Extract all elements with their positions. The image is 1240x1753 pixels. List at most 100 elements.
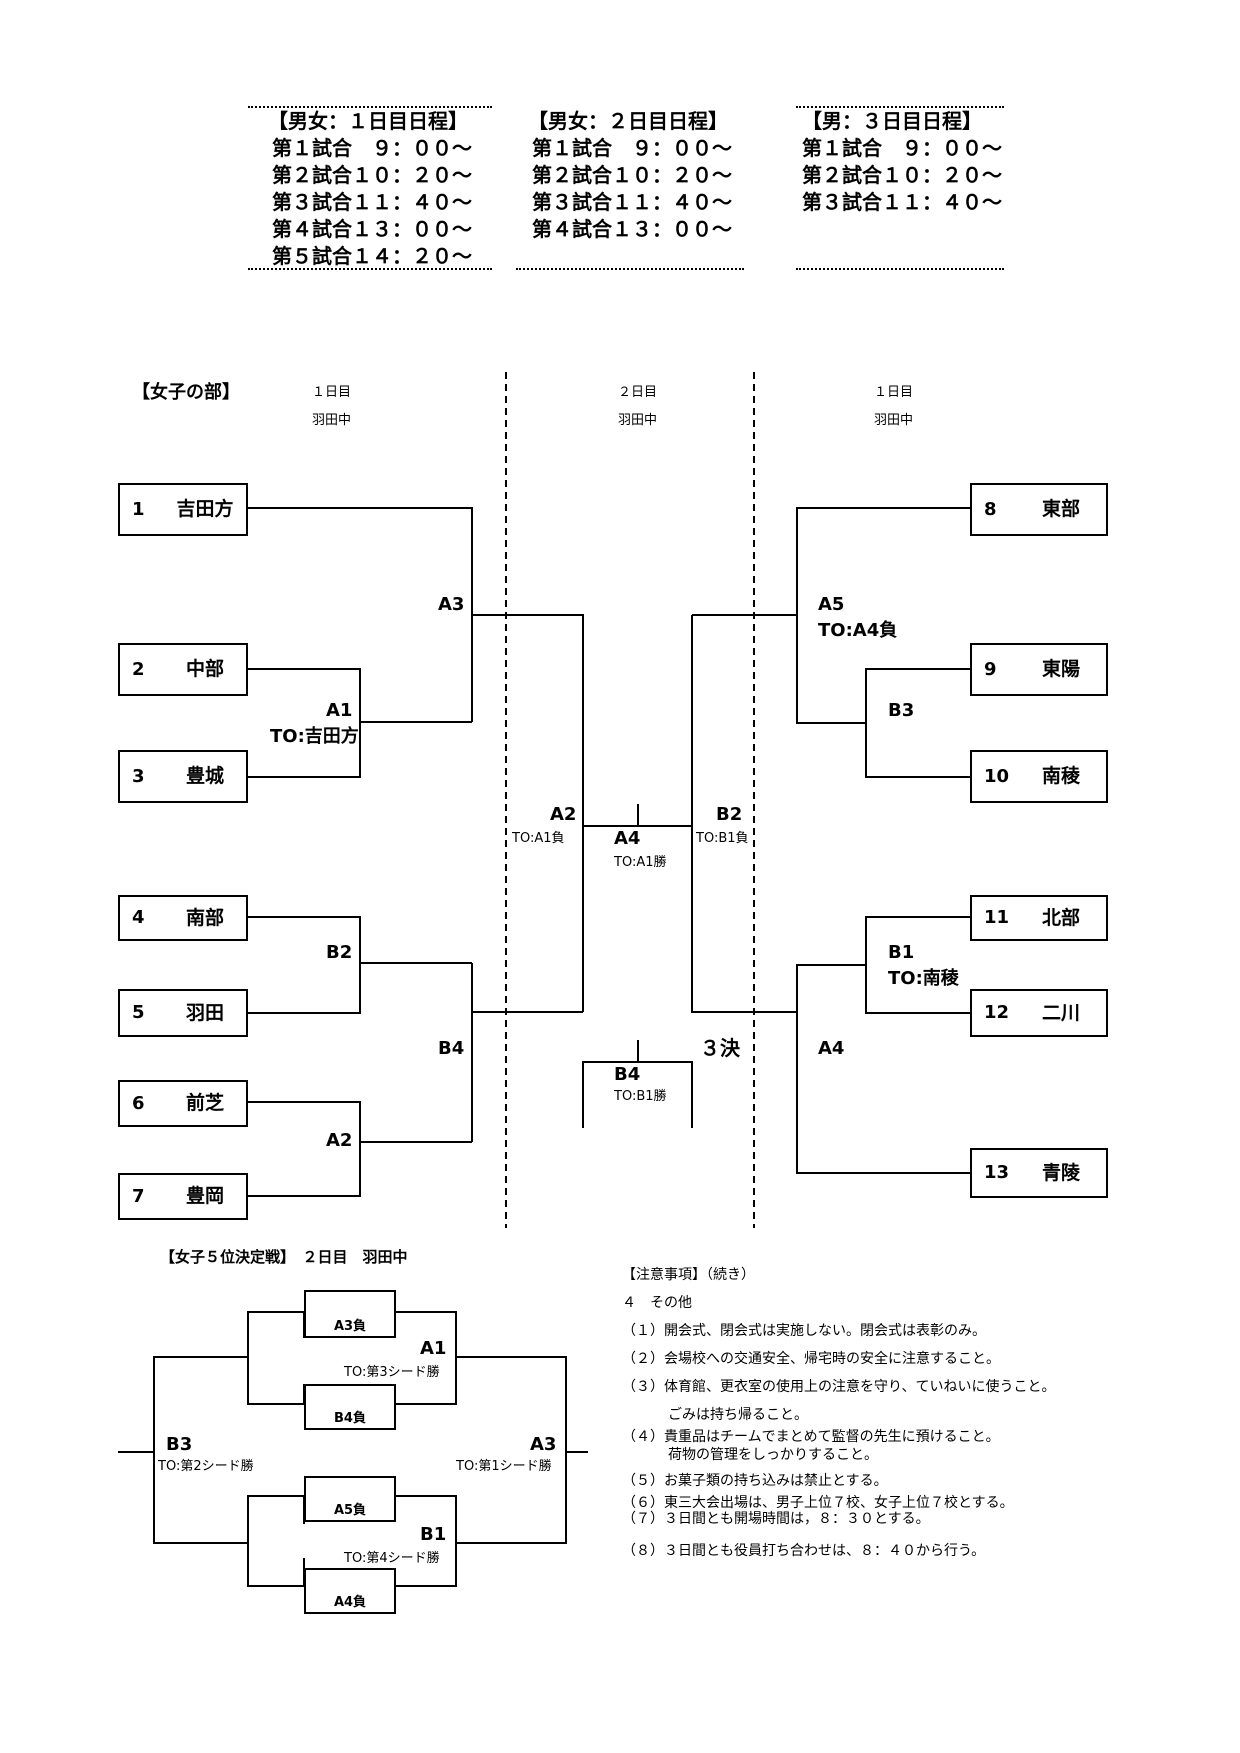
team-number: 2: [132, 659, 145, 680]
schedule-row: 第４試合１３：００～: [532, 217, 732, 241]
team-number: 10: [984, 766, 1010, 787]
team-name: 東陽: [1041, 658, 1080, 680]
fifth-label-a1: A1: [420, 1338, 447, 1359]
schedule-dotted-line-bottom-2: [516, 268, 744, 270]
fifth-label-a1-to: TO:第3シード勝: [344, 1365, 440, 1380]
team-box: 6 前芝: [118, 1080, 248, 1127]
team-name: 青陵: [1041, 1162, 1080, 1184]
team-box: 13 青陵: [970, 1148, 1108, 1198]
match-label-a2-center-to: TO:A1負: [512, 831, 565, 846]
team-number: 3: [132, 766, 145, 787]
schedule-row: 第３試合１１：４０～: [802, 190, 1002, 214]
schedule-day3-title: 【男：３日目日程】: [802, 109, 982, 133]
team-box: 2 中部: [118, 643, 248, 696]
match-label-b2-left: B2: [326, 942, 353, 963]
notes-item: （５）お菓子類の持ち込みは禁止とする。: [622, 1473, 888, 1489]
women-section-title: 【女子の部】: [132, 382, 240, 403]
fifth-place-box-label: A5負: [333, 1503, 367, 1518]
team-number: 9: [984, 659, 997, 680]
notes-item: （６）東三大会出場は、男子上位７校、女子上位７校とする。: [622, 1495, 1014, 1511]
schedule-row: 第４試合１３：００～: [272, 217, 472, 241]
fifth-label-b1: B1: [420, 1524, 447, 1545]
match-label-a3: A3: [438, 594, 465, 615]
match-label-b1: B1: [888, 942, 915, 963]
notes-item: 荷物の管理をしっかりすること。: [668, 1447, 878, 1463]
team-name: 東部: [1041, 498, 1080, 520]
notes-subtitle: ４ その他: [622, 1295, 692, 1311]
schedule-row: 第３試合１１：４０～: [272, 190, 472, 214]
venue-label-center: 羽田中: [618, 413, 658, 428]
notes-item: （１）開会式、閉会式は実施しない。閉会式は表彰のみ。: [622, 1323, 986, 1339]
schedule-row: 第２試合１０：２０～: [532, 163, 732, 187]
schedule-row: 第２試合１０：２０～: [272, 163, 472, 187]
fifth-place-box-label: A3負: [333, 1319, 367, 1334]
team-number: 7: [132, 1186, 145, 1207]
schedule-row: 第２試合１０：２０～: [802, 163, 1002, 187]
fifth-place-box-label: B4負: [334, 1411, 366, 1426]
venue-label-left: 羽田中: [312, 413, 352, 428]
team-number: 4: [132, 907, 145, 928]
match-label-a5: A5: [818, 594, 845, 615]
fifth-place-box: B4負: [304, 1384, 396, 1430]
team-number: 12: [984, 1002, 1010, 1023]
match-label-a4-right: A4: [818, 1038, 845, 1059]
team-name: 北部: [1041, 907, 1080, 929]
match-label-a5-to: TO:A4負: [818, 620, 898, 641]
schedule-day1-title: 【男女：１日目日程】: [268, 109, 468, 133]
team-name: 南稜: [1041, 765, 1080, 787]
match-label-b4-center-to: TO:B1勝: [614, 1089, 667, 1104]
schedule-day2: 【男女：２日目日程】 第１試合 ９：００～ 第２試合１０：２０～ 第３試合１１：…: [528, 108, 732, 243]
fifth-place-title: 【女子５位決定戦】 ２日目 羽田中: [160, 1248, 408, 1266]
team-box: 10 南稜: [970, 750, 1108, 803]
team-box: 11 北部: [970, 895, 1108, 941]
schedule-day2-title: 【男女：２日目日程】: [528, 109, 728, 133]
notes-title: 【注意事項】（続き）: [622, 1267, 755, 1283]
match-label-a1: A1: [326, 700, 353, 721]
team-number: 11: [984, 907, 1010, 928]
team-box: 5 羽田: [118, 989, 248, 1037]
team-name: 豊城: [185, 765, 224, 787]
match-label-a4-center: A4: [614, 828, 641, 849]
match-label-a4-center-to: TO:A1勝: [614, 855, 667, 870]
day-label-center: ２日目: [618, 385, 658, 400]
third-place-label: ３決: [700, 1036, 740, 1060]
schedule-dotted-line-top-1: [248, 106, 492, 108]
notes-item: （４）貴重品はチームでまとめて監督の先生に預けること。: [622, 1429, 1000, 1445]
fifth-label-b1-to: TO:第4シード勝: [344, 1551, 440, 1566]
fifth-label-a3-to: TO:第1シード勝: [456, 1459, 552, 1474]
fifth-place-box: A4負: [304, 1568, 396, 1614]
fifth-place-box: A5負: [304, 1476, 396, 1522]
match-label-a2-left: A2: [326, 1130, 353, 1151]
day-label-right: １日目: [874, 385, 914, 400]
team-box: 4 南部: [118, 895, 248, 941]
team-box: 8 東部: [970, 483, 1108, 536]
fifth-label-a3: A3: [530, 1434, 557, 1455]
team-name: 豊岡: [185, 1185, 224, 1207]
schedule-row: 第３試合１１：４０～: [532, 190, 732, 214]
notes-item: （７）３日間とも開場時間は，８：３０とする。: [622, 1511, 930, 1527]
team-box: 7 豊岡: [118, 1173, 248, 1220]
team-name: 吉田方: [176, 498, 234, 520]
schedule-row: 第１試合 ９：００～: [272, 136, 472, 160]
team-number: 5: [132, 1002, 145, 1023]
fifth-label-b3: B3: [166, 1434, 193, 1455]
match-label-a1-to: TO:吉田方: [270, 726, 359, 747]
notes-item: （２）会場校への交通安全、帰宅時の安全に注意すること。: [622, 1351, 1000, 1367]
match-label-b3: B3: [888, 700, 915, 721]
team-name: 二川: [1041, 1002, 1080, 1024]
match-label-b4-center: B4: [614, 1064, 641, 1085]
team-number: 6: [132, 1093, 145, 1114]
team-number: 13: [984, 1162, 1010, 1183]
schedule-dotted-line-top-3: [796, 106, 1004, 108]
team-name: 中部: [185, 658, 224, 680]
match-label-a2-center: A2: [550, 804, 577, 825]
schedule-row: 第１試合 ９：００～: [802, 136, 1002, 160]
match-label-b2-center: B2: [716, 804, 743, 825]
team-number: 8: [984, 499, 997, 520]
fifth-place-box-label: A4負: [333, 1595, 367, 1610]
match-label-b4-left: B4: [438, 1038, 465, 1059]
notes-item: ごみは持ち帰ること。: [668, 1407, 808, 1423]
day-label-left: １日目: [312, 385, 352, 400]
notes-item: （８）３日間とも役員打ち合わせは、８：４０から行う。: [622, 1543, 986, 1559]
team-name: 南部: [185, 907, 224, 929]
